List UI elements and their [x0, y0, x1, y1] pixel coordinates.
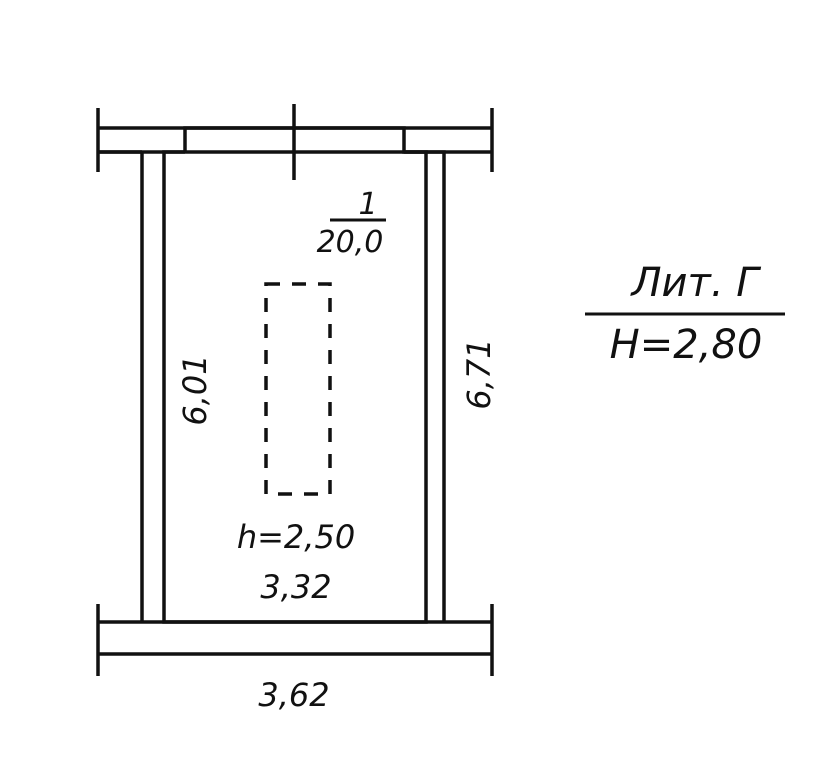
outer-wall [183, 126, 446, 622]
inner-width-label: 3,32 [260, 568, 331, 606]
room-area: 20,0 [317, 225, 384, 260]
extension-lines [96, 104, 494, 676]
right-length-label: 6,71 [460, 338, 498, 409]
dashed-fixture-outline [264, 282, 332, 496]
room-number: 1 [358, 187, 377, 222]
inner-height-label: h=2,50 [237, 518, 355, 556]
outer-width-label: 3,62 [258, 676, 329, 714]
building-liter: Лит. Г [629, 260, 761, 306]
left-length-label: 6,01 [176, 354, 214, 425]
building-height: Н=2,80 [610, 322, 763, 368]
